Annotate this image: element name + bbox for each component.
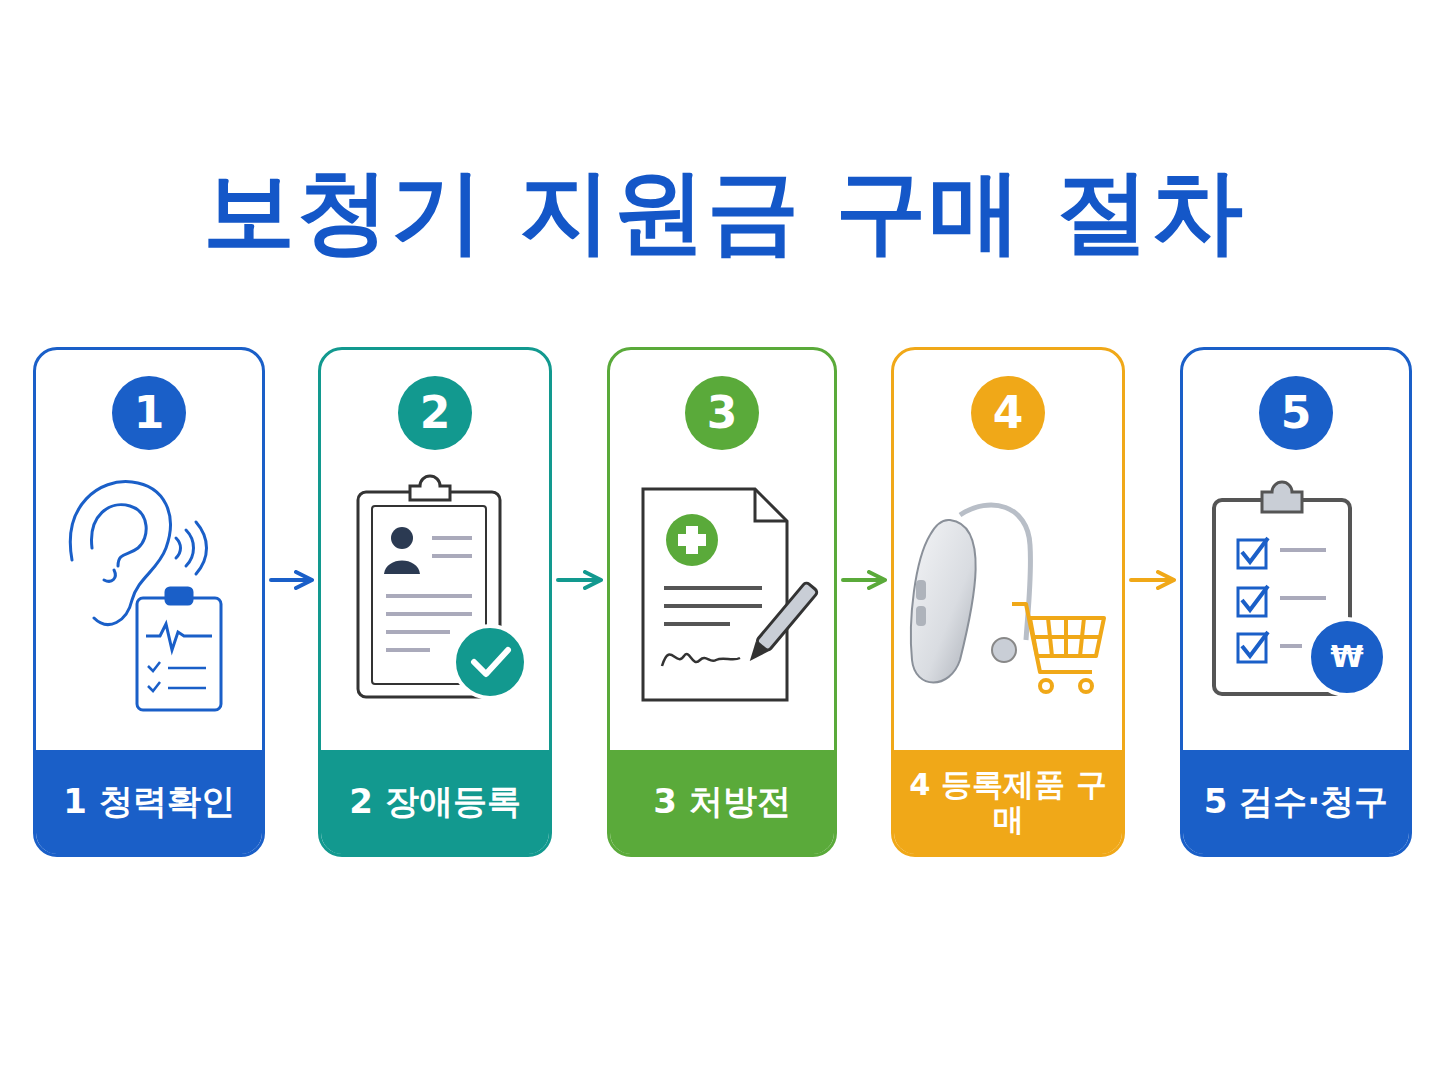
step-card: 3 3 처방전 bbox=[607, 347, 837, 857]
step-card: 5 5 검수·청구 bbox=[1180, 347, 1412, 857]
step-label: 2 장애등록 bbox=[349, 779, 521, 825]
flow-arrow bbox=[271, 578, 310, 582]
hearing-aid-icon bbox=[911, 505, 1031, 683]
step-number: 1 bbox=[112, 376, 186, 450]
registration-icon bbox=[358, 476, 526, 698]
step-number: 5 bbox=[1259, 376, 1333, 450]
step-number: 3 bbox=[685, 376, 759, 450]
cart-icon bbox=[1012, 604, 1104, 692]
step-band: 3 처방전 bbox=[610, 750, 834, 854]
diagram-title: 보청기 지원금 구매 절차 bbox=[0, 150, 1448, 274]
step-card: 1 1 청력확인 bbox=[33, 347, 265, 857]
clipboard-icon bbox=[137, 588, 221, 710]
step-card: 2 2 장애등록 bbox=[318, 347, 552, 857]
step-number: 4 bbox=[971, 376, 1045, 450]
checklist-icon bbox=[1214, 482, 1385, 695]
step-band: 2 장애등록 bbox=[321, 750, 549, 854]
step-label: 1 청력확인 bbox=[63, 779, 235, 825]
step-band: 1 청력확인 bbox=[36, 750, 262, 854]
step-label: 4 등록제품 구매 bbox=[902, 767, 1114, 837]
flow-arrow bbox=[843, 578, 883, 582]
prescription-icon bbox=[643, 489, 818, 700]
flow-arrow bbox=[1131, 578, 1172, 582]
step-card: 4 4 등록제품 구매 bbox=[891, 347, 1125, 857]
step-band: 5 검수·청구 bbox=[1183, 750, 1409, 854]
step-number: 2 bbox=[398, 376, 472, 450]
won-symbol: ₩ bbox=[1317, 637, 1377, 677]
flow-arrow bbox=[558, 578, 599, 582]
step-label: 5 검수·청구 bbox=[1204, 779, 1388, 825]
step-label: 3 처방전 bbox=[653, 779, 791, 825]
step-band: 4 등록제품 구매 bbox=[894, 750, 1122, 854]
